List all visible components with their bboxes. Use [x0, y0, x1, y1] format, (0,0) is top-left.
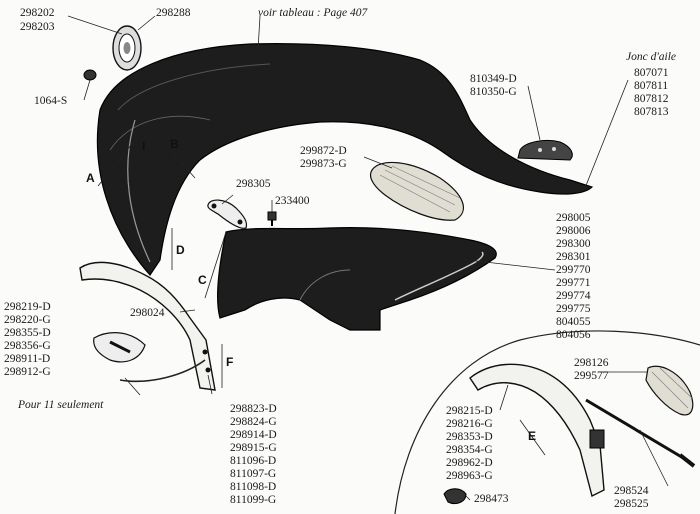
inner-ref-8: 299775 — [556, 303, 591, 315]
inner-ref-9: 804055 — [556, 316, 591, 328]
screw-ref: 1064-S — [34, 95, 67, 107]
pad-ref-2: 299873-G — [300, 158, 347, 170]
clip-part — [93, 332, 146, 363]
small-bracket — [207, 199, 248, 229]
jonc-ref-2: 807811 — [634, 80, 668, 92]
cap-right-ref: 298288 — [156, 7, 191, 19]
inner-ref-6: 299771 — [556, 277, 591, 289]
pour-11: Pour 11 seulement — [17, 399, 104, 411]
stay-bottom-ref-5: 811096-D — [230, 455, 276, 467]
stay-bottom-ref-4: 298915-G — [230, 442, 277, 454]
stay-left — [79, 261, 216, 391]
pad-ref-1: 299872-D — [300, 145, 347, 157]
dim-letter-b: B — [170, 137, 179, 151]
lamp-ref-1: 810349-D — [470, 73, 517, 85]
bracket-ref: 298305 — [236, 178, 271, 190]
inset-stay-ref-6: 298963-G — [446, 470, 493, 482]
stay-left-ref-6: 298912-G — [4, 366, 51, 378]
inset-pad-ref-1: 298126 — [574, 357, 609, 369]
inner-ref-2: 298006 — [556, 225, 591, 237]
bolt-icon — [267, 211, 277, 226]
lamp-ref-2: 810350-G — [470, 86, 517, 98]
leader-lines — [67, 15, 669, 501]
stay-bottom-ref-3: 298914-D — [230, 429, 277, 441]
inner-ref-4: 298301 — [556, 251, 591, 263]
jonc-ref-1: 807071 — [634, 67, 669, 79]
voir-tableau: voir tableau : Page 407 — [258, 7, 368, 19]
inset-grommet-ref: 298473 — [474, 493, 509, 505]
cap-lamp — [112, 25, 142, 71]
stay-left-ref-1: 298219-D — [4, 301, 51, 313]
jonc-ref-4: 807813 — [634, 106, 669, 118]
stay-left-ref-4: 298356-G — [4, 340, 51, 352]
inset-stay-ref-4: 298354-G — [446, 444, 493, 456]
stay-bottom-ref-8: 811099-G — [230, 494, 276, 506]
screw-icon — [83, 69, 97, 81]
cap-top-ref-2: 298203 — [20, 21, 55, 33]
inset — [394, 330, 700, 514]
dim-letter-i: I — [142, 139, 145, 153]
stay-bottom-ref-6: 811097-G — [230, 468, 276, 480]
inner-ref-5: 299770 — [556, 264, 591, 276]
inset-rod-ref-2: 298525 — [614, 498, 649, 510]
cap-top-ref-1: 298202 — [20, 7, 55, 19]
jonc-title: Jonc d'aile — [626, 51, 676, 63]
inner-ref-7: 299774 — [556, 290, 591, 302]
dimension-letters: A B C D E F I — [86, 137, 536, 443]
rubber-pad — [369, 161, 464, 221]
stay-left-ref-5: 298911-D — [4, 353, 50, 365]
inset-stay-ref-3: 298353-D — [446, 431, 493, 443]
bolt-ref: 233400 — [275, 195, 310, 207]
inset-stay-ref-5: 298962-D — [446, 457, 493, 469]
labels: 298202 298203 298288 1064-S voir tableau… — [4, 7, 676, 510]
dimension-lines — [97, 139, 546, 456]
inset-rod-ref-1: 298524 — [614, 485, 649, 497]
jonc-ref-3: 807812 — [634, 93, 669, 105]
stay-bottom-ref-1: 298823-D — [230, 403, 277, 415]
inner-ref-10: 804056 — [556, 329, 591, 341]
inner-ref-3: 298300 — [556, 238, 591, 250]
dim-letter-e: E — [528, 429, 536, 443]
stay-bottom-ref-7: 811098-D — [230, 481, 276, 493]
inner-ref-1: 298005 — [556, 212, 591, 224]
inset-stay-ref-2: 298216-G — [446, 418, 493, 430]
stay-bottom-ref-2: 298824-G — [230, 416, 277, 428]
stay-left-ref-2: 298220-G — [4, 314, 51, 326]
inner-panel — [216, 227, 497, 331]
stay-mid-ref: 298024 — [130, 307, 165, 319]
dim-letter-f: F — [226, 355, 233, 369]
inset-stay-ref-1: 298215-D — [446, 405, 493, 417]
stay-left-ref-3: 298355-D — [4, 327, 51, 339]
inset-pad-ref-2: 299577 — [574, 370, 609, 382]
dim-letter-d: D — [176, 243, 185, 257]
dim-letter-a: A — [86, 171, 95, 185]
mudguard — [96, 43, 594, 276]
side-lamp — [517, 139, 573, 161]
dim-letter-c: C — [198, 273, 207, 287]
